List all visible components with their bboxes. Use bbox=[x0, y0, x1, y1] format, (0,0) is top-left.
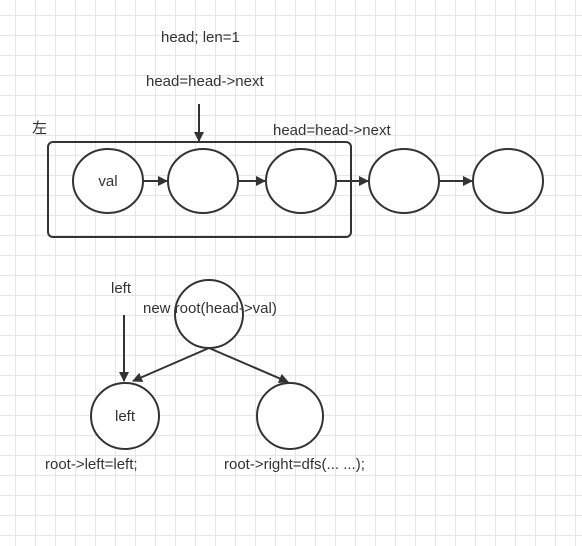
list-node-2 bbox=[167, 148, 239, 214]
tree-left-edge bbox=[132, 347, 210, 383]
list-node-1-label: val bbox=[98, 173, 117, 190]
new-root-label: new root(head->val) bbox=[143, 300, 277, 317]
left-group-box bbox=[47, 141, 352, 238]
head-next-label-1: head=head->next bbox=[146, 73, 264, 90]
tree-left-node-label: left bbox=[115, 408, 136, 425]
root-left-label: root->left=left; bbox=[45, 456, 138, 473]
tree-left-node bbox=[90, 382, 160, 450]
left-pointer-label: left bbox=[111, 280, 132, 297]
head-len-label: head; len=1 bbox=[161, 29, 240, 46]
root-right-label: root->right=dfs(... ...); bbox=[224, 456, 365, 473]
tree-right-node bbox=[256, 382, 324, 450]
tree-right-edge bbox=[208, 347, 289, 384]
list-node-4 bbox=[368, 148, 440, 214]
left-char-label: 左 bbox=[32, 120, 47, 137]
list-node-3 bbox=[265, 148, 337, 214]
list-node-5 bbox=[472, 148, 544, 214]
head-next-label-2: head=head->next bbox=[273, 122, 391, 139]
